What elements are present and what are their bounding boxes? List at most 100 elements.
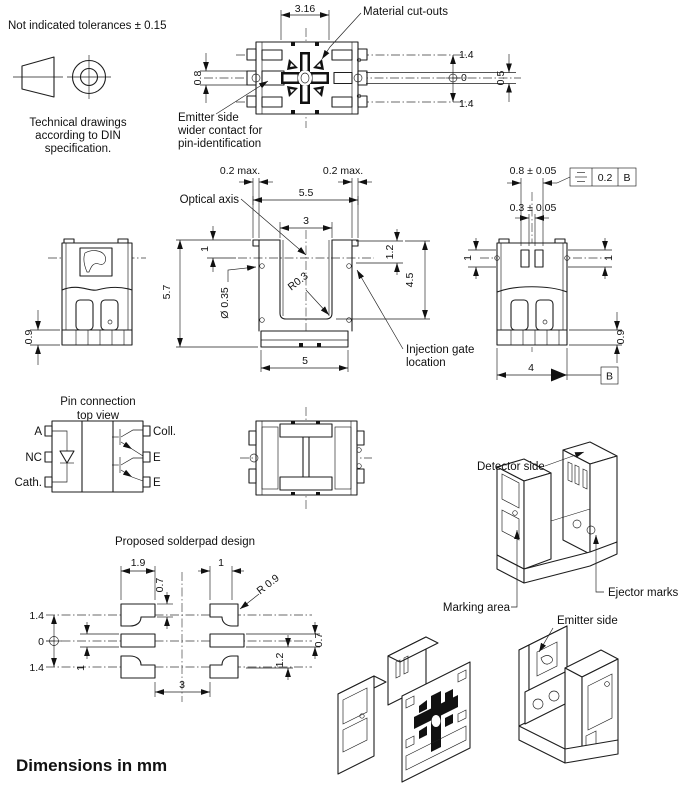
dim-pad-w2: 1 (218, 557, 224, 569)
pin-label-collector: Coll. (153, 426, 176, 438)
side-view: 0.9 (23, 238, 146, 365)
projection-symbol (13, 55, 111, 99)
solderpad-bottom-left (120, 655, 156, 679)
dim-contact-gap: 0.3 ± 0.05 (510, 202, 557, 214)
dim-0-datum: 0 (461, 72, 467, 84)
dim-0-8: 0.8 (192, 71, 204, 86)
injection-gate-label-1: Injection gate (406, 344, 474, 356)
emitter-window (536, 641, 558, 677)
din-note-line3: specification. (45, 143, 111, 155)
dim-axis-depth: 1.2 (384, 245, 396, 260)
datum-box-letter: B (606, 371, 613, 383)
dim-pad-fillet: R 0.9 (255, 572, 282, 597)
phototransistor-symbols-icon (112, 429, 144, 482)
dim-lip-right: 0.2 max. (323, 165, 363, 177)
iso-view-bottom (337, 636, 471, 783)
emitter-contact-note-2: wider contact for (177, 125, 263, 137)
bottom-view: 3.16 Material cut-outs 0.8 Emitter side … (177, 3, 521, 150)
dim-left-1: 1 (75, 665, 87, 671)
material-cutouts-label: Material cut-outs (363, 6, 448, 18)
pin-connection-title-2: top view (77, 410, 120, 422)
dim-outer-width: 5.5 (299, 187, 314, 199)
dim-window-left: 1 (462, 255, 474, 261)
dim-pad-w: 1.9 (131, 557, 146, 569)
marking-area-label: Marking area (443, 602, 511, 614)
emitter-contact-note-1: Emitter side (178, 112, 239, 124)
dim-inner-height: 4.5 (404, 273, 416, 288)
led-symbol-icon (52, 430, 75, 483)
tolerance-note-text: Not indicated tolerances ± 0.15 (8, 20, 166, 32)
emitter-contact-note-3: pin-identification (178, 138, 261, 150)
pin-label-nc: NC (25, 452, 42, 464)
pin-connection-title-1: Pin connection (60, 396, 135, 408)
dim-lip-left: 0.2 max. (220, 165, 260, 177)
tolerance-note: Not indicated tolerances ± 0.15 (8, 20, 166, 32)
dim-mid-h: 0.7 (313, 633, 325, 648)
fcf-datum-letter: B (623, 172, 630, 184)
injection-gate-label-2: location (406, 357, 446, 369)
dim-standoff-back: 0.9 (615, 330, 627, 345)
solderpad-title: Proposed solderpad design (115, 536, 255, 548)
feature-control-frame: 0.2 B (556, 167, 637, 187)
back-view: 0.8 ± 0.05 0.2 B 0.3 ± 0.05 1 (462, 165, 637, 385)
top-view (240, 407, 372, 510)
units-note: Dimensions in mm (16, 756, 167, 775)
solderpad-top-right (209, 603, 239, 627)
dim-row-down: 1.4 (29, 662, 44, 674)
pin-label-anode: A (34, 426, 42, 438)
ejector-mark-circle-2 (586, 525, 596, 535)
emitter-side-label: Emitter side (557, 615, 618, 627)
din-note-line1: Technical drawings (29, 117, 126, 129)
marking-window-1 (501, 473, 520, 509)
iso-bottom-cutouts (405, 669, 467, 771)
dim-1-4-up: 1.4 (459, 49, 474, 61)
dim-standoff-side: 0.9 (23, 330, 35, 345)
material-cutout-cross (281, 52, 329, 104)
dim-hole: Ø 0.35 (219, 287, 231, 319)
dim-fillet: R0.3 (286, 270, 311, 293)
detector-side-label: Detector side (477, 461, 545, 473)
ejector-mark-circle-1 (572, 519, 582, 529)
solderpad-mid-right (209, 633, 245, 648)
datum-triangle-icon (551, 368, 567, 382)
dim-low-1-2: 1.2 (274, 653, 286, 668)
symmetry-symbol-icon (575, 172, 587, 182)
pin-connection-diagram: Pin connection top view A (15, 396, 176, 493)
ejector-marks-label: Ejector marks (608, 587, 679, 599)
iso-view-emitter: Emitter side (518, 615, 619, 764)
solderpad-top-left (120, 603, 156, 627)
front-view: 0.2 max. 0.2 max. 5.5 3 Optical axis 5.7… (161, 165, 474, 372)
dim-width-4: 4 (528, 362, 534, 374)
dim-slot-width: 3 (303, 215, 309, 227)
lens-hole-1 (532, 698, 544, 710)
dim-window-right: 1 (603, 255, 615, 261)
din-note-line2: according to DIN (35, 130, 121, 142)
fcf-tolerance-value: 0.2 (598, 172, 613, 184)
dim-base-width: 5 (302, 355, 308, 367)
dim-row-zero: 0 (38, 636, 44, 648)
dim-contact-width: 0.8 ± 0.05 (510, 165, 557, 177)
pin-label-emitter2: E (153, 477, 161, 489)
dim-top-to-axis: 1 (199, 246, 211, 252)
pin-label-emitter1: E (153, 452, 161, 464)
dim-3-16: 3.16 (295, 3, 316, 15)
first-angle-circle-icon (67, 55, 111, 99)
optical-axis-label: Optical axis (180, 194, 240, 206)
lens-hole-2 (548, 690, 560, 702)
solderpad-mid-left (120, 633, 156, 648)
iso-view-main: Detector side Ejector marks Marking area (443, 441, 679, 614)
dim-row-up: 1.4 (29, 610, 44, 622)
dim-pad-h: 0.7 (154, 578, 166, 593)
dim-1-4-down: 1.4 (459, 98, 474, 110)
dim-gap-3: 3 (179, 679, 185, 691)
emitter-chip-outline (83, 250, 106, 273)
solderpad-design: Proposed solderpad design 1.9 0.7 1 R 0.… (29, 536, 325, 702)
solderpad-bottom-right (209, 655, 239, 679)
dim-height: 5.7 (161, 285, 173, 300)
first-angle-cone-icon (13, 56, 63, 98)
dim-0-5: 0.5 (495, 71, 507, 86)
pin-label-cathode: Cath. (15, 477, 43, 489)
marking-window-2 (501, 509, 520, 541)
